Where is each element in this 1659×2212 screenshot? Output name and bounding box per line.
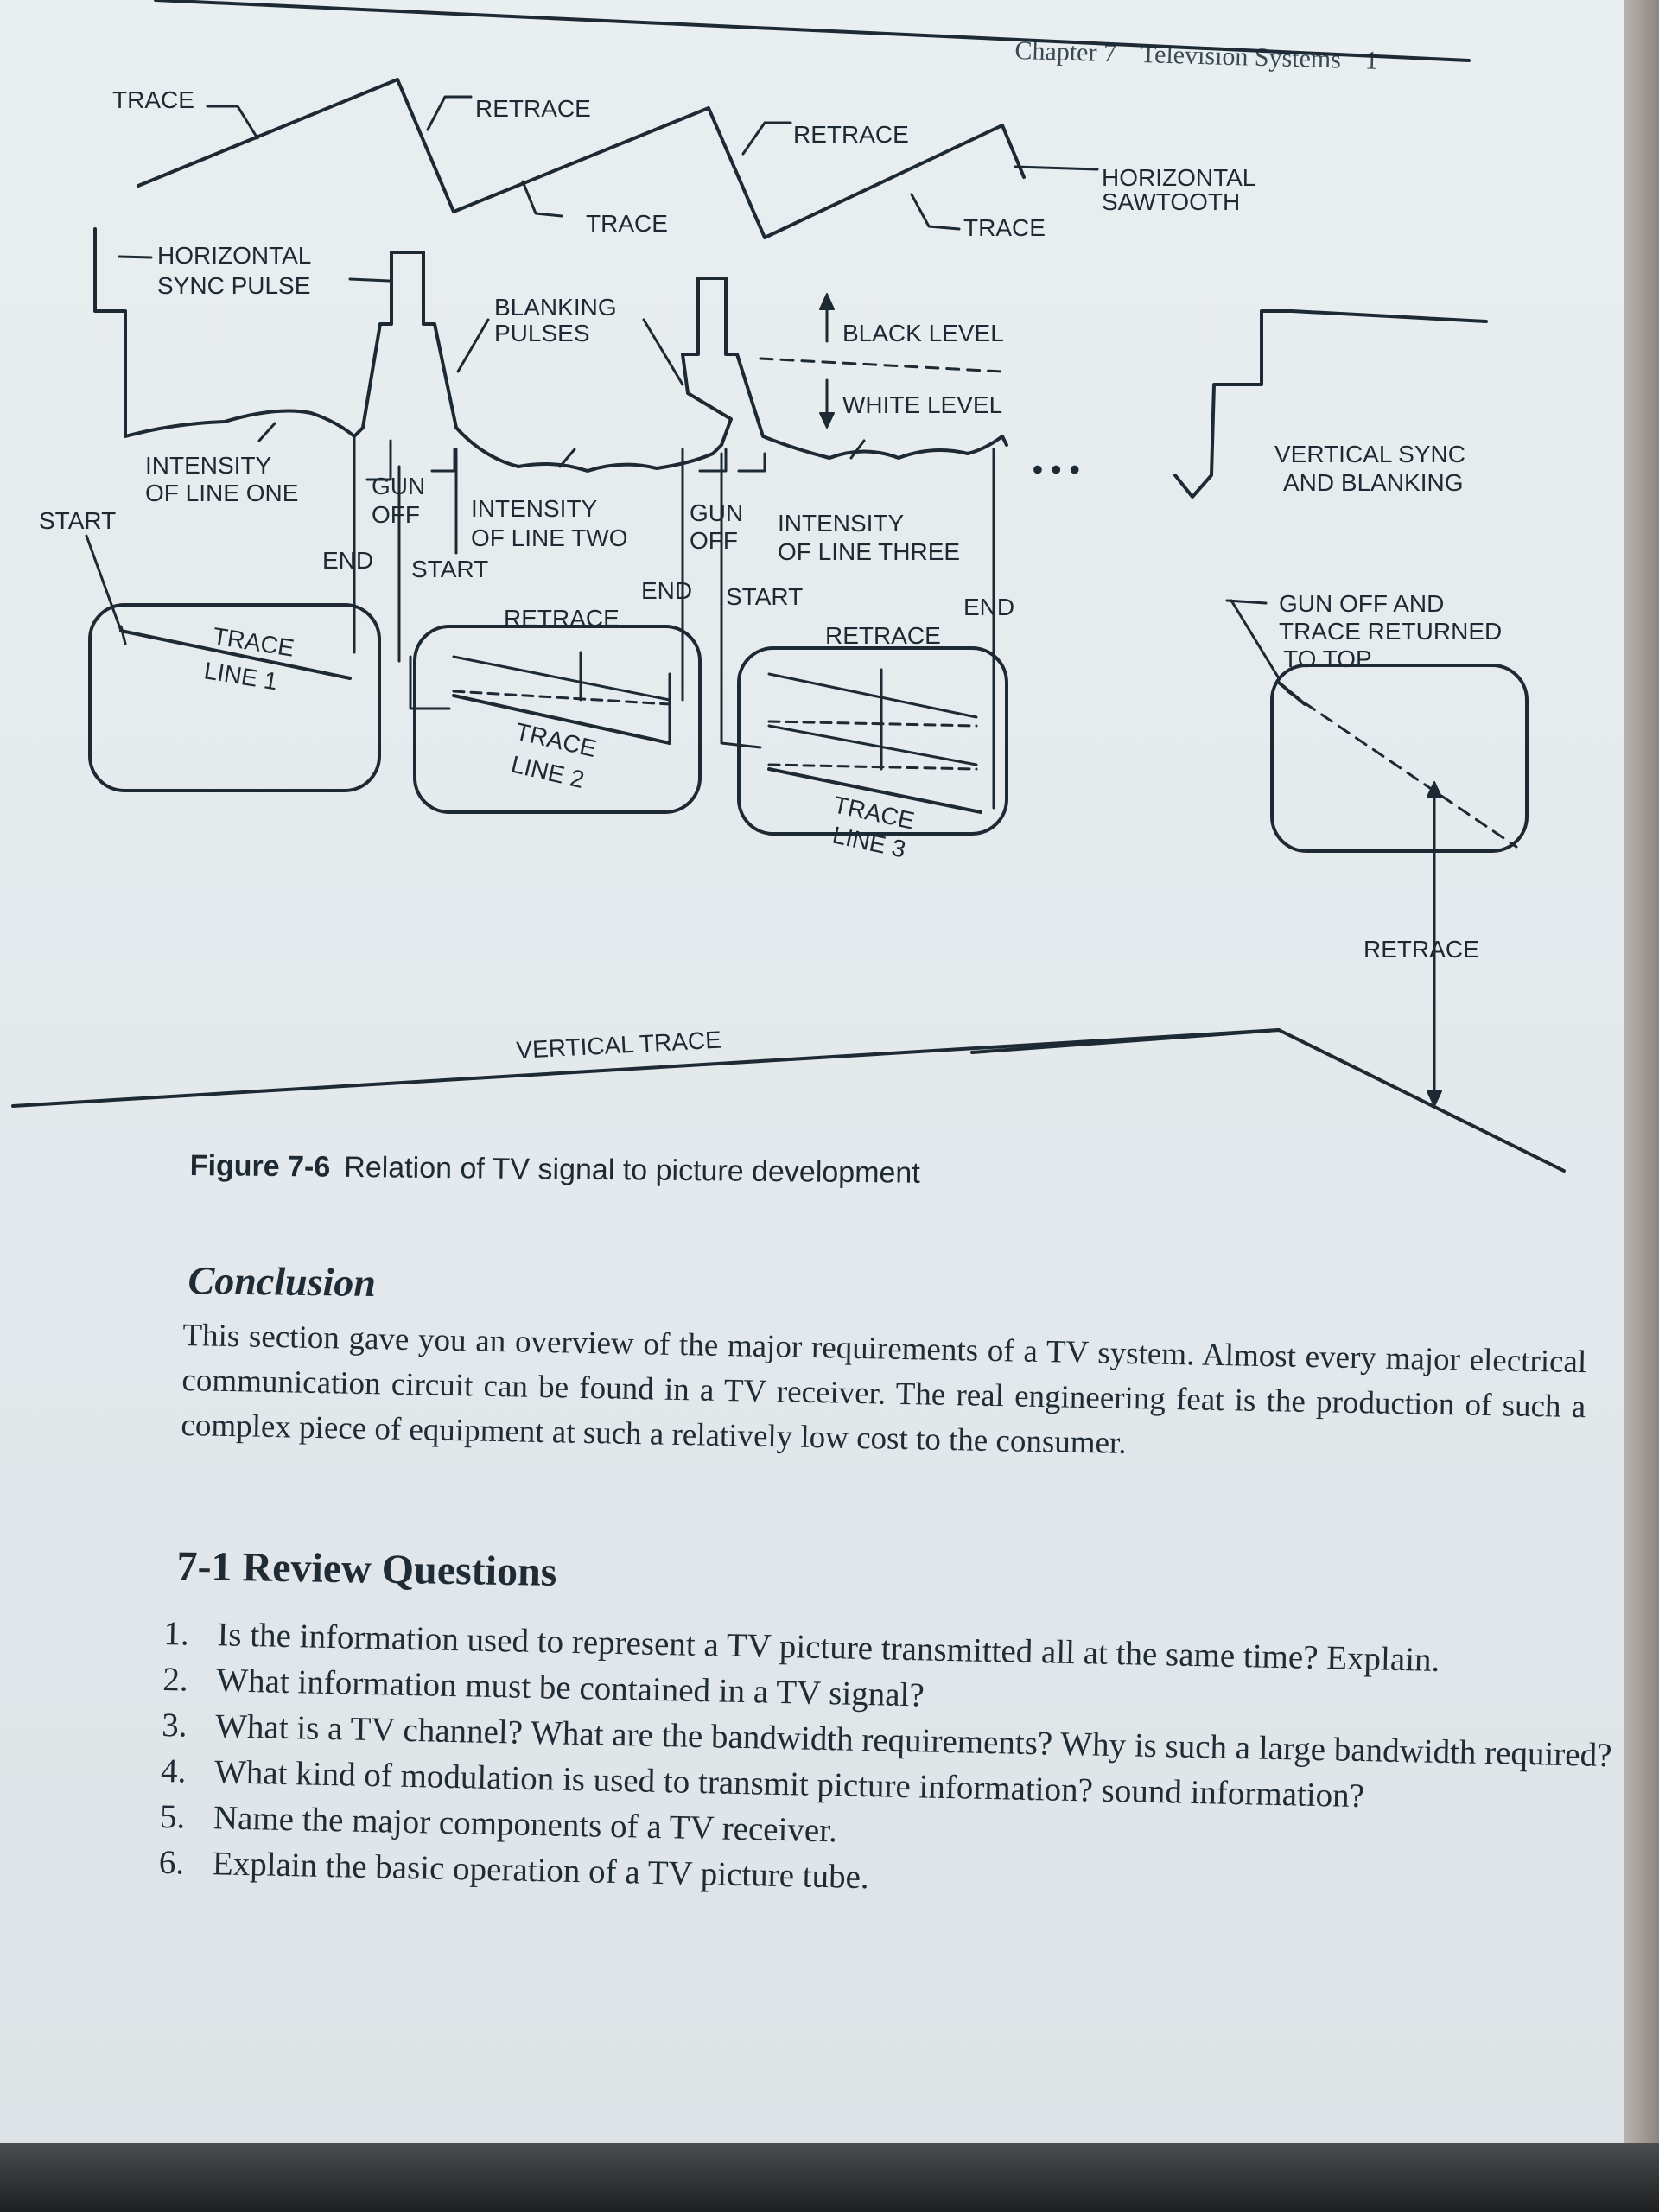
- black-white-level-line: [759, 357, 1004, 373]
- label-gun-2: GUN: [690, 499, 743, 526]
- label-intensity-2: INTENSITY: [471, 495, 598, 522]
- label-off-1: OFF: [372, 501, 420, 528]
- label-blanking: BLANKING: [494, 294, 617, 321]
- question-number: 5.: [159, 1797, 186, 1836]
- horizontal-sawtooth-wave: [137, 78, 1026, 239]
- question-number: 6.: [158, 1843, 185, 1882]
- label-of-line-three: OF LINE THREE: [778, 538, 960, 565]
- figure-tv-signal-diagram: TRACE RETRACE RETRACE HORIZONTAL SAWTOOT…: [11, 0, 1566, 1173]
- figure-caption: Figure 7-6 Relation of TV signal to pictu…: [190, 1149, 920, 1191]
- label-trace-1: TRACE: [112, 86, 194, 113]
- label-horizontal-2: HORIZONTAL: [157, 242, 311, 269]
- label-off-2: OFF: [690, 527, 738, 554]
- label-black-level: BLACK LEVEL: [842, 320, 1004, 346]
- label-gun-1: GUN: [372, 473, 425, 499]
- label-retrace-1: RETRACE: [475, 95, 591, 122]
- conclusion-paragraph: This section gave you an overview of the…: [181, 1317, 1587, 1461]
- ellipsis: • • •: [1033, 454, 1080, 486]
- label-end-3: END: [963, 594, 1014, 620]
- question-number: 4.: [160, 1751, 187, 1790]
- screen-line-3: [737, 646, 1008, 836]
- label-sawtooth: SAWTOOTH: [1102, 188, 1240, 215]
- composite-video-waveform: [93, 227, 1004, 473]
- bottom-shadow: [0, 2143, 1659, 2212]
- label-trace-line1: TRACE: [211, 622, 296, 661]
- question-number: 2.: [162, 1660, 189, 1699]
- label-start-3: START: [726, 583, 803, 610]
- label-intensity-1: INTENSITY: [145, 452, 272, 479]
- label-retrace-5: RETRACE: [1363, 936, 1479, 963]
- label-vertical-sync: VERTICAL SYNC: [1274, 441, 1465, 467]
- label-retrace-3: RETRACE: [504, 605, 620, 632]
- label-start-1: START: [39, 507, 116, 534]
- label-pulses: PULSES: [494, 320, 590, 346]
- label-retrace-2: RETRACE: [793, 121, 909, 148]
- label-trace-3: TRACE: [963, 214, 1046, 241]
- screen-line-2: [413, 625, 702, 814]
- screen-line-1: [88, 603, 381, 792]
- waveform-end-segment: [1001, 435, 1008, 447]
- label-retrace-4: RETRACE: [825, 622, 941, 649]
- label-start-2: START: [411, 556, 488, 582]
- review-questions-list: 1.Is the information used to represent a…: [158, 1611, 1624, 1916]
- label-and-blanking: AND BLANKING: [1283, 469, 1464, 496]
- label-white-level: WHITE LEVEL: [842, 391, 1002, 418]
- label-of-line-two: OF LINE TWO: [471, 524, 628, 551]
- page-edge: [1624, 0, 1659, 2143]
- review-questions-heading: 7-1 Review Questions: [176, 1542, 557, 1595]
- question-number: 1.: [163, 1614, 190, 1653]
- label-intensity-3: INTENSITY: [778, 510, 905, 537]
- label-of-line-one: OF LINE ONE: [145, 480, 298, 506]
- vertical-sync-waveform: [1173, 309, 1488, 499]
- label-end-2: END: [641, 577, 692, 604]
- label-end-1: END: [322, 547, 373, 574]
- label-to-top: TO TOP: [1283, 645, 1372, 672]
- label-horizontal: HORIZONTAL: [1102, 164, 1255, 191]
- label-sync-pulse: SYNC PULSE: [157, 272, 310, 299]
- label-vertical-trace: VERTICAL TRACE: [516, 1027, 722, 1064]
- figure-caption-number: Figure 7-6: [189, 1149, 331, 1184]
- label-gun-off-and: GUN OFF AND: [1279, 590, 1444, 617]
- figure-caption-text: Relation of TV signal to picture develop…: [344, 1150, 920, 1190]
- label-trace-2: TRACE: [586, 210, 668, 237]
- screen-returned-top: [1270, 664, 1529, 853]
- conclusion-heading: Conclusion: [188, 1257, 377, 1306]
- label-trace-returned: TRACE RETURNED: [1279, 618, 1502, 645]
- page-top-rule: [154, 0, 1471, 62]
- question-number: 3.: [161, 1706, 188, 1745]
